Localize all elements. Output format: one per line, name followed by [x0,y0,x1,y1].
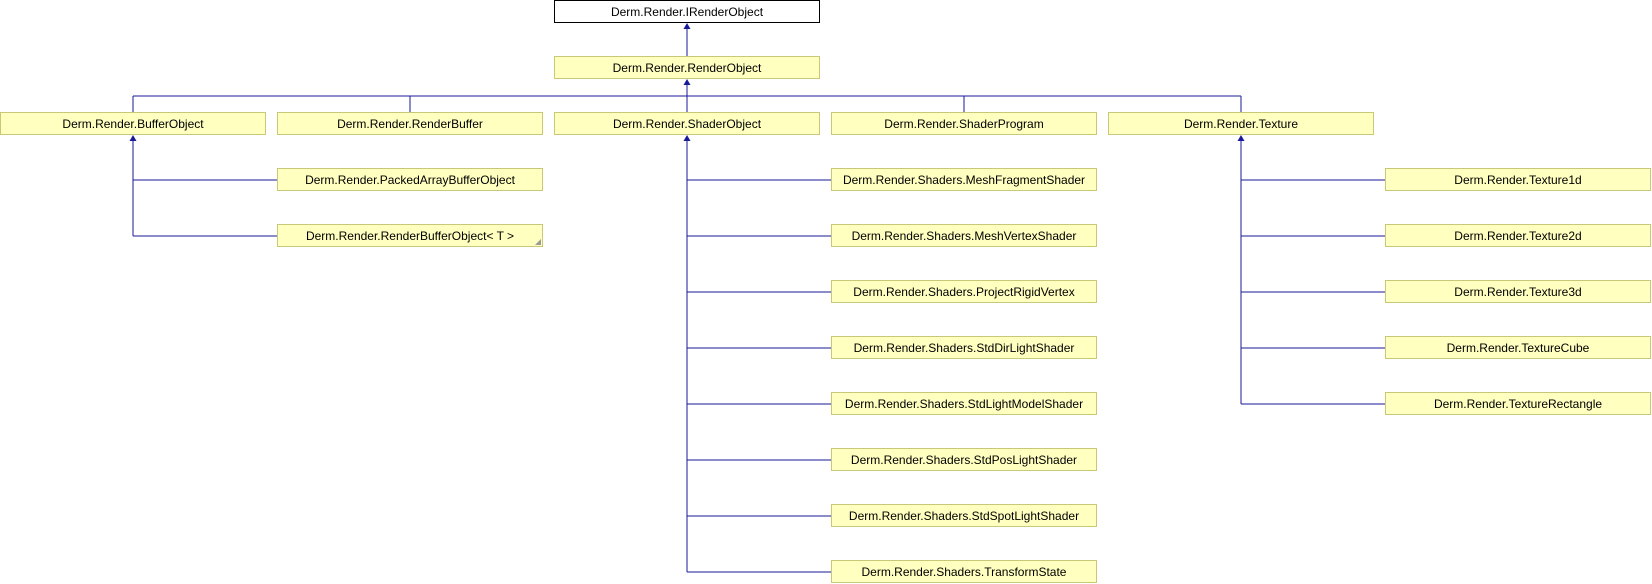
node-meshvertexshader[interactable]: Derm.Render.Shaders.MeshVertexShader [831,224,1097,247]
node-renderobject[interactable]: Derm.Render.RenderObject [554,56,820,79]
edges-shader-children [683,135,831,573]
node-stdlightmodelshader[interactable]: Derm.Render.Shaders.StdLightModelShader [831,392,1097,415]
edges-level2-to-renderobject [132,79,1242,112]
node-label: Derm.Render.Texture3d [1454,284,1582,299]
node-stddirlightshader[interactable]: Derm.Render.Shaders.StdDirLightShader [831,336,1097,359]
node-label: Derm.Render.IRenderObject [610,4,764,19]
node-label: Derm.Render.PackedArrayBufferObject [305,172,515,187]
node-texturecube[interactable]: Derm.Render.TextureCube [1385,336,1651,359]
node-label: Derm.Render.RenderObject [612,60,762,75]
node-label: Derm.Render.Shaders.ProjectRigidVertex [853,284,1075,299]
node-renderbuffer[interactable]: Derm.Render.RenderBuffer [277,112,543,135]
node-stdposlightshader[interactable]: Derm.Render.Shaders.StdPosLightShader [831,448,1097,471]
edges-buffer-children [129,135,277,237]
node-label: Derm.Render.RenderBufferObject< T > [305,228,515,243]
node-packedarraybufferobject[interactable]: Derm.Render.PackedArrayBufferObject [277,168,543,191]
node-label: Derm.Render.Shaders.StdDirLightShader [853,340,1075,355]
node-texture1d[interactable]: Derm.Render.Texture1d [1385,168,1651,191]
node-label: Derm.Render.Shaders.StdPosLightShader [850,452,1078,467]
node-label: Derm.Render.RenderBuffer [337,116,483,131]
node-label: Derm.Render.Texture1d [1454,172,1582,187]
node-texture2d[interactable]: Derm.Render.Texture2d [1385,224,1651,247]
node-shaderprogram[interactable]: Derm.Render.ShaderProgram [831,112,1097,135]
node-label: Derm.Render.Shaders.MeshFragmentShader [842,172,1086,187]
node-label: Derm.Render.Texture [1183,116,1299,131]
node-meshfragmentshader[interactable]: Derm.Render.Shaders.MeshFragmentShader [831,168,1097,191]
node-label: Derm.Render.Shaders.TransformState [861,564,1067,579]
node-irenderobject[interactable]: Derm.Render.IRenderObject [554,0,820,23]
node-texturerectangle[interactable]: Derm.Render.TextureRectangle [1385,392,1651,415]
node-bufferobject[interactable]: Derm.Render.BufferObject [0,112,266,135]
node-renderbufferobject-t[interactable]: Derm.Render.RenderBufferObject< T > [277,224,543,247]
node-texture3d[interactable]: Derm.Render.Texture3d [1385,280,1651,303]
node-stdspotlightshader[interactable]: Derm.Render.Shaders.StdSpotLightShader [831,504,1097,527]
node-label: Derm.Render.Texture2d [1454,228,1582,243]
edge-renderobject-to-irender [683,23,691,56]
node-label: Derm.Render.TextureRectangle [1433,396,1603,411]
node-label: Derm.Render.TextureCube [1446,340,1590,355]
node-label: Derm.Render.Shaders.MeshVertexShader [851,228,1077,243]
node-label: Derm.Render.Shaders.StdSpotLightShader [848,508,1080,523]
node-label: Derm.Render.Shaders.StdLightModelShader [844,396,1084,411]
node-projectrigidvertex[interactable]: Derm.Render.Shaders.ProjectRigidVertex [831,280,1097,303]
edges-texture-children [1237,135,1385,405]
node-label: Derm.Render.ShaderObject [612,116,762,131]
node-label: Derm.Render.ShaderProgram [884,116,1044,131]
node-transformstate[interactable]: Derm.Render.Shaders.TransformState [831,560,1097,583]
node-texture[interactable]: Derm.Render.Texture [1108,112,1374,135]
node-shaderobject[interactable]: Derm.Render.ShaderObject [554,112,820,135]
node-label: Derm.Render.BufferObject [62,116,204,131]
